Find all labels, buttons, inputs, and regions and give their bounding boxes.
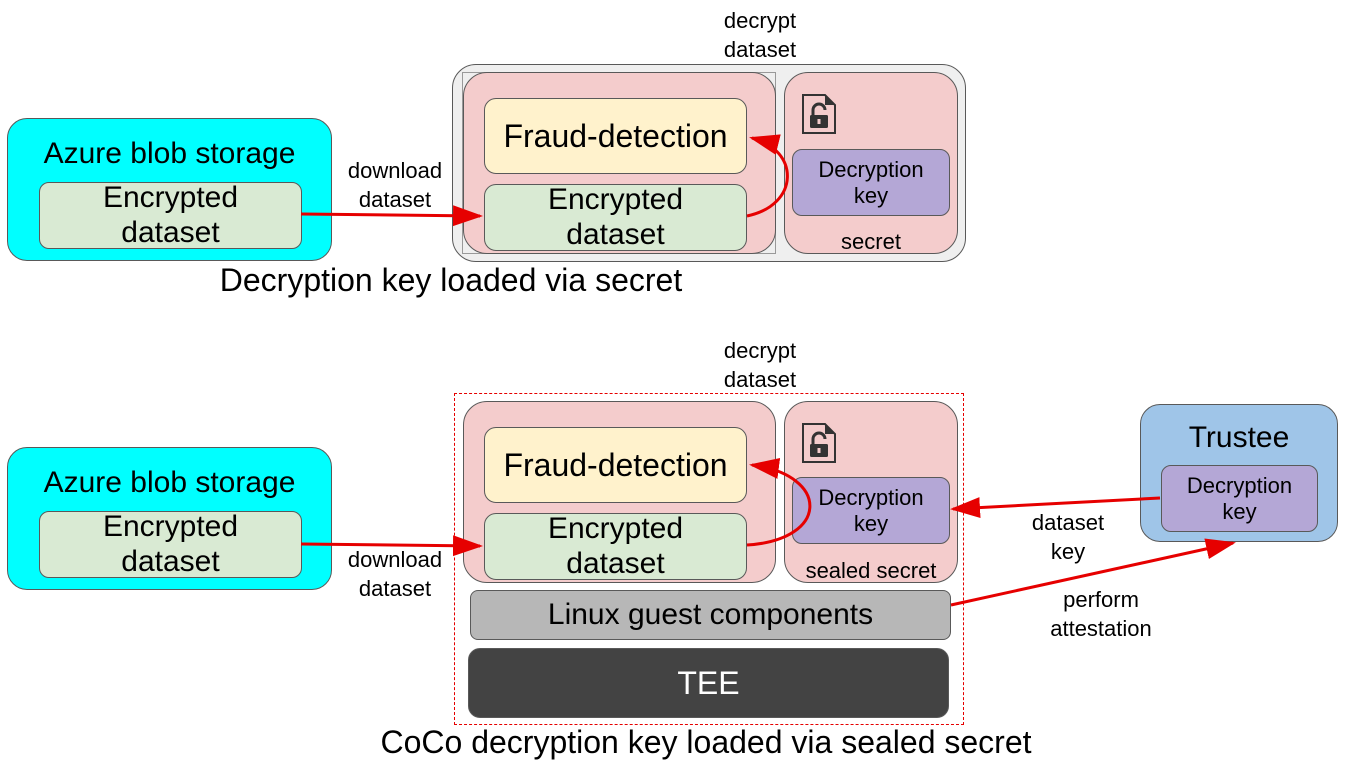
- label-line: perform: [1063, 587, 1139, 612]
- label-line: key: [1050, 539, 1086, 564]
- text-line: Encrypted: [102, 510, 239, 543]
- text-line: Decryption: [1186, 473, 1293, 499]
- trustee-title: Trustee: [1188, 421, 1290, 454]
- fraud-detection-box: Fraud-detection: [484, 98, 747, 174]
- text-line: key: [853, 182, 889, 208]
- text-line: dataset: [566, 217, 665, 251]
- label-line: download: [347, 158, 443, 183]
- caption-text: Decryption key loaded via secret: [219, 262, 683, 298]
- label-line: decrypt: [723, 338, 797, 363]
- secret-label: secret: [841, 229, 901, 254]
- text-line: Encrypted: [102, 181, 239, 214]
- azure-title: Azure blob storage: [43, 466, 296, 499]
- text-line: Encrypted: [547, 512, 684, 545]
- bottom-caption: CoCo decryption key loaded via sealed se…: [380, 724, 1032, 760]
- text-line: key: [1222, 498, 1257, 524]
- tee-box: TEE: [468, 648, 949, 718]
- azure-encrypted-dataset: Encrypted dataset: [39, 510, 302, 578]
- text-line: Decryption: [818, 485, 924, 511]
- app-container: Fraud-detection Encrypted dataset: [463, 401, 776, 583]
- text-line: key: [853, 510, 889, 536]
- text-line: Decryption: [818, 157, 924, 183]
- lock-file-icon: [802, 423, 836, 463]
- download-dataset-label: download dataset: [335, 156, 455, 214]
- label-line: dataset: [358, 576, 432, 601]
- decrypt-dataset-label: decrypt dataset: [700, 6, 820, 64]
- azure-title: Azure blob storage: [43, 137, 296, 170]
- label-line: dataset: [358, 187, 432, 212]
- label-line: dataset: [723, 367, 797, 392]
- linux-guest-components: Linux guest components: [470, 590, 951, 640]
- decryption-key-box: Decryption key: [792, 477, 950, 544]
- azure-blob-storage: Azure blob storage Encrypted dataset: [7, 447, 332, 590]
- text-line: dataset: [121, 544, 220, 578]
- azure-encrypted-dataset: Encrypted dataset: [39, 181, 302, 249]
- text-line: Encrypted: [547, 183, 684, 216]
- decrypt-dataset-label: decrypt dataset: [700, 336, 820, 394]
- label-line: decrypt: [723, 8, 797, 33]
- decryption-key-box: Decryption key: [792, 149, 950, 216]
- azure-blob-storage: Azure blob storage Encrypted dataset: [7, 118, 332, 261]
- trustee-box: Trustee Decryption key: [1140, 404, 1338, 542]
- text-line: dataset: [121, 215, 220, 249]
- secret-container: Decryption key secret: [784, 72, 958, 254]
- fraud-detection-box: Fraud-detection: [484, 427, 747, 503]
- top-caption: Decryption key loaded via secret: [0, 262, 1346, 299]
- text-line: dataset: [566, 546, 665, 580]
- label-line: download: [347, 547, 443, 572]
- encrypted-dataset-box: Encrypted dataset: [484, 512, 747, 580]
- app-container: Fraud-detection Encrypted dataset: [463, 72, 776, 254]
- perform-attestation-label: perform attestation: [1030, 585, 1172, 643]
- download-dataset-label: download dataset: [335, 545, 455, 603]
- label-line: attestation: [1050, 616, 1152, 641]
- label-line: dataset: [1031, 510, 1105, 535]
- dataset-key-label: dataset key: [1008, 508, 1128, 566]
- sealed-secret-label: sealed secret: [805, 558, 937, 583]
- lock-file-icon: [802, 94, 836, 134]
- label-line: dataset: [723, 37, 797, 62]
- sealed-secret-container: Decryption key sealed secret: [784, 401, 958, 583]
- trustee-decryption-key: Decryption key: [1161, 465, 1318, 532]
- encrypted-dataset-box: Encrypted dataset: [484, 183, 747, 251]
